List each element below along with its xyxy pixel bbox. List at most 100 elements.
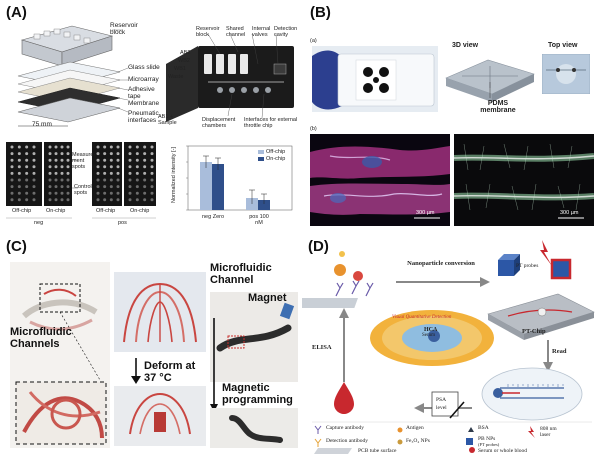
panel-b-label: (B) — [310, 4, 331, 21]
array-spot — [103, 185, 107, 189]
panel-d-label: (D) — [308, 238, 329, 255]
array-spot — [17, 152, 21, 156]
array-spot — [66, 158, 70, 162]
legend-pb: PB NPs — [478, 436, 496, 442]
array-spot — [150, 165, 154, 169]
array-spot — [128, 191, 132, 195]
label-wb1: WB1 — [174, 66, 186, 72]
array-spot — [66, 198, 70, 202]
array-spot — [17, 158, 21, 162]
array-spot — [60, 145, 64, 149]
array-spot — [109, 158, 113, 162]
array-spot — [109, 185, 113, 189]
legend-fe3o4: Fe₃O₄ NPs — [406, 438, 430, 444]
array-spot — [60, 178, 64, 182]
label-adhesive-tape: Adhesive tape — [128, 86, 155, 100]
array-spot — [66, 191, 70, 195]
array-spot — [96, 165, 100, 169]
array-spot — [135, 145, 139, 149]
array-spot — [116, 185, 120, 189]
array-spot — [128, 145, 132, 149]
label-detection-cavity: Detection cavity — [274, 26, 298, 38]
array-spot — [48, 152, 52, 156]
label-displacement-chambers: Displacement chambers — [202, 117, 236, 129]
array-spot — [150, 178, 154, 182]
array-spot — [103, 171, 107, 175]
array-spot — [25, 191, 29, 195]
array-spot — [54, 178, 58, 182]
array-spot — [17, 198, 21, 202]
array-spot — [60, 198, 64, 202]
array-spot — [143, 178, 147, 182]
group-label-pos: pos 100 nM — [249, 214, 269, 226]
label-control-spots: Control spots — [74, 184, 92, 196]
array-spot — [54, 152, 58, 156]
array-spot — [48, 185, 52, 189]
array-spot — [128, 185, 132, 189]
array-spot — [66, 171, 70, 175]
fluorescence-image-left: 300 µm — [310, 134, 450, 226]
array-spot — [17, 185, 21, 189]
array-spot — [25, 198, 29, 202]
legend-capture: Capture antibody — [326, 425, 365, 431]
array-spot — [48, 158, 52, 162]
label-pdms-membrane: PDMS membrane — [480, 100, 516, 114]
array-spot — [150, 152, 154, 156]
array-spot — [116, 198, 120, 202]
array-spot — [109, 165, 113, 169]
legend-pb-sub: (PT probes) — [478, 442, 500, 447]
array-spot — [25, 152, 29, 156]
panel-b: (B) (a) 3D view Top view — [302, 0, 600, 232]
array-spot — [54, 185, 58, 189]
array-spot — [54, 171, 58, 175]
array-spot — [32, 145, 36, 149]
array-spot — [150, 171, 154, 175]
fluorescence-image-right: 300 µm — [454, 134, 594, 226]
array-spot — [150, 145, 154, 149]
array-spot — [116, 191, 120, 195]
array-spot — [10, 178, 14, 182]
array-spot — [150, 158, 154, 162]
label-offchip-2: Off-chip — [96, 208, 116, 214]
array-spot — [25, 178, 29, 182]
label-measurement-spots: Measure-ment spots — [72, 152, 96, 170]
array-spot — [10, 198, 14, 202]
array-spot — [66, 165, 70, 169]
array-spot — [143, 191, 147, 195]
array-spot — [96, 171, 100, 175]
array-spot — [25, 158, 29, 162]
array-spot — [128, 165, 132, 169]
label-hca: HCA — [424, 327, 438, 333]
array-spot — [116, 158, 120, 162]
array-spot — [116, 178, 120, 182]
array-spot — [96, 178, 100, 182]
scale-bar-right: 300 µm — [560, 210, 579, 216]
array-spot — [143, 171, 147, 175]
exploded-device-diagram: Reservoir block Glass slide Microarray A… — [10, 20, 160, 130]
array-spot — [10, 191, 14, 195]
array-spot — [48, 178, 52, 182]
bar-pos-onchip — [258, 200, 270, 210]
array-spot — [103, 198, 107, 202]
sub-label-a: (a) — [310, 38, 317, 44]
array-spot — [48, 165, 52, 169]
legend-detection: Detection antibody — [326, 438, 369, 444]
array-spot — [128, 152, 132, 156]
label-neg: neg — [34, 220, 44, 226]
array-spot — [109, 152, 113, 156]
legend-pcb: PCB tube surface — [358, 448, 397, 454]
label-top-view: Top view — [548, 42, 578, 49]
array-spot — [135, 198, 139, 202]
panel-a-label: (A) — [6, 4, 27, 21]
label-membrane: Membrane — [128, 100, 160, 107]
array-spot — [150, 185, 154, 189]
array-spot — [60, 165, 64, 169]
legend-bsa: BSA — [478, 425, 489, 431]
array-spot — [66, 152, 70, 156]
array-spot — [128, 171, 132, 175]
array-spot — [135, 171, 139, 175]
legend-onchip: On-chip — [266, 156, 286, 162]
array-spot — [109, 171, 113, 175]
array-spot — [116, 171, 120, 175]
